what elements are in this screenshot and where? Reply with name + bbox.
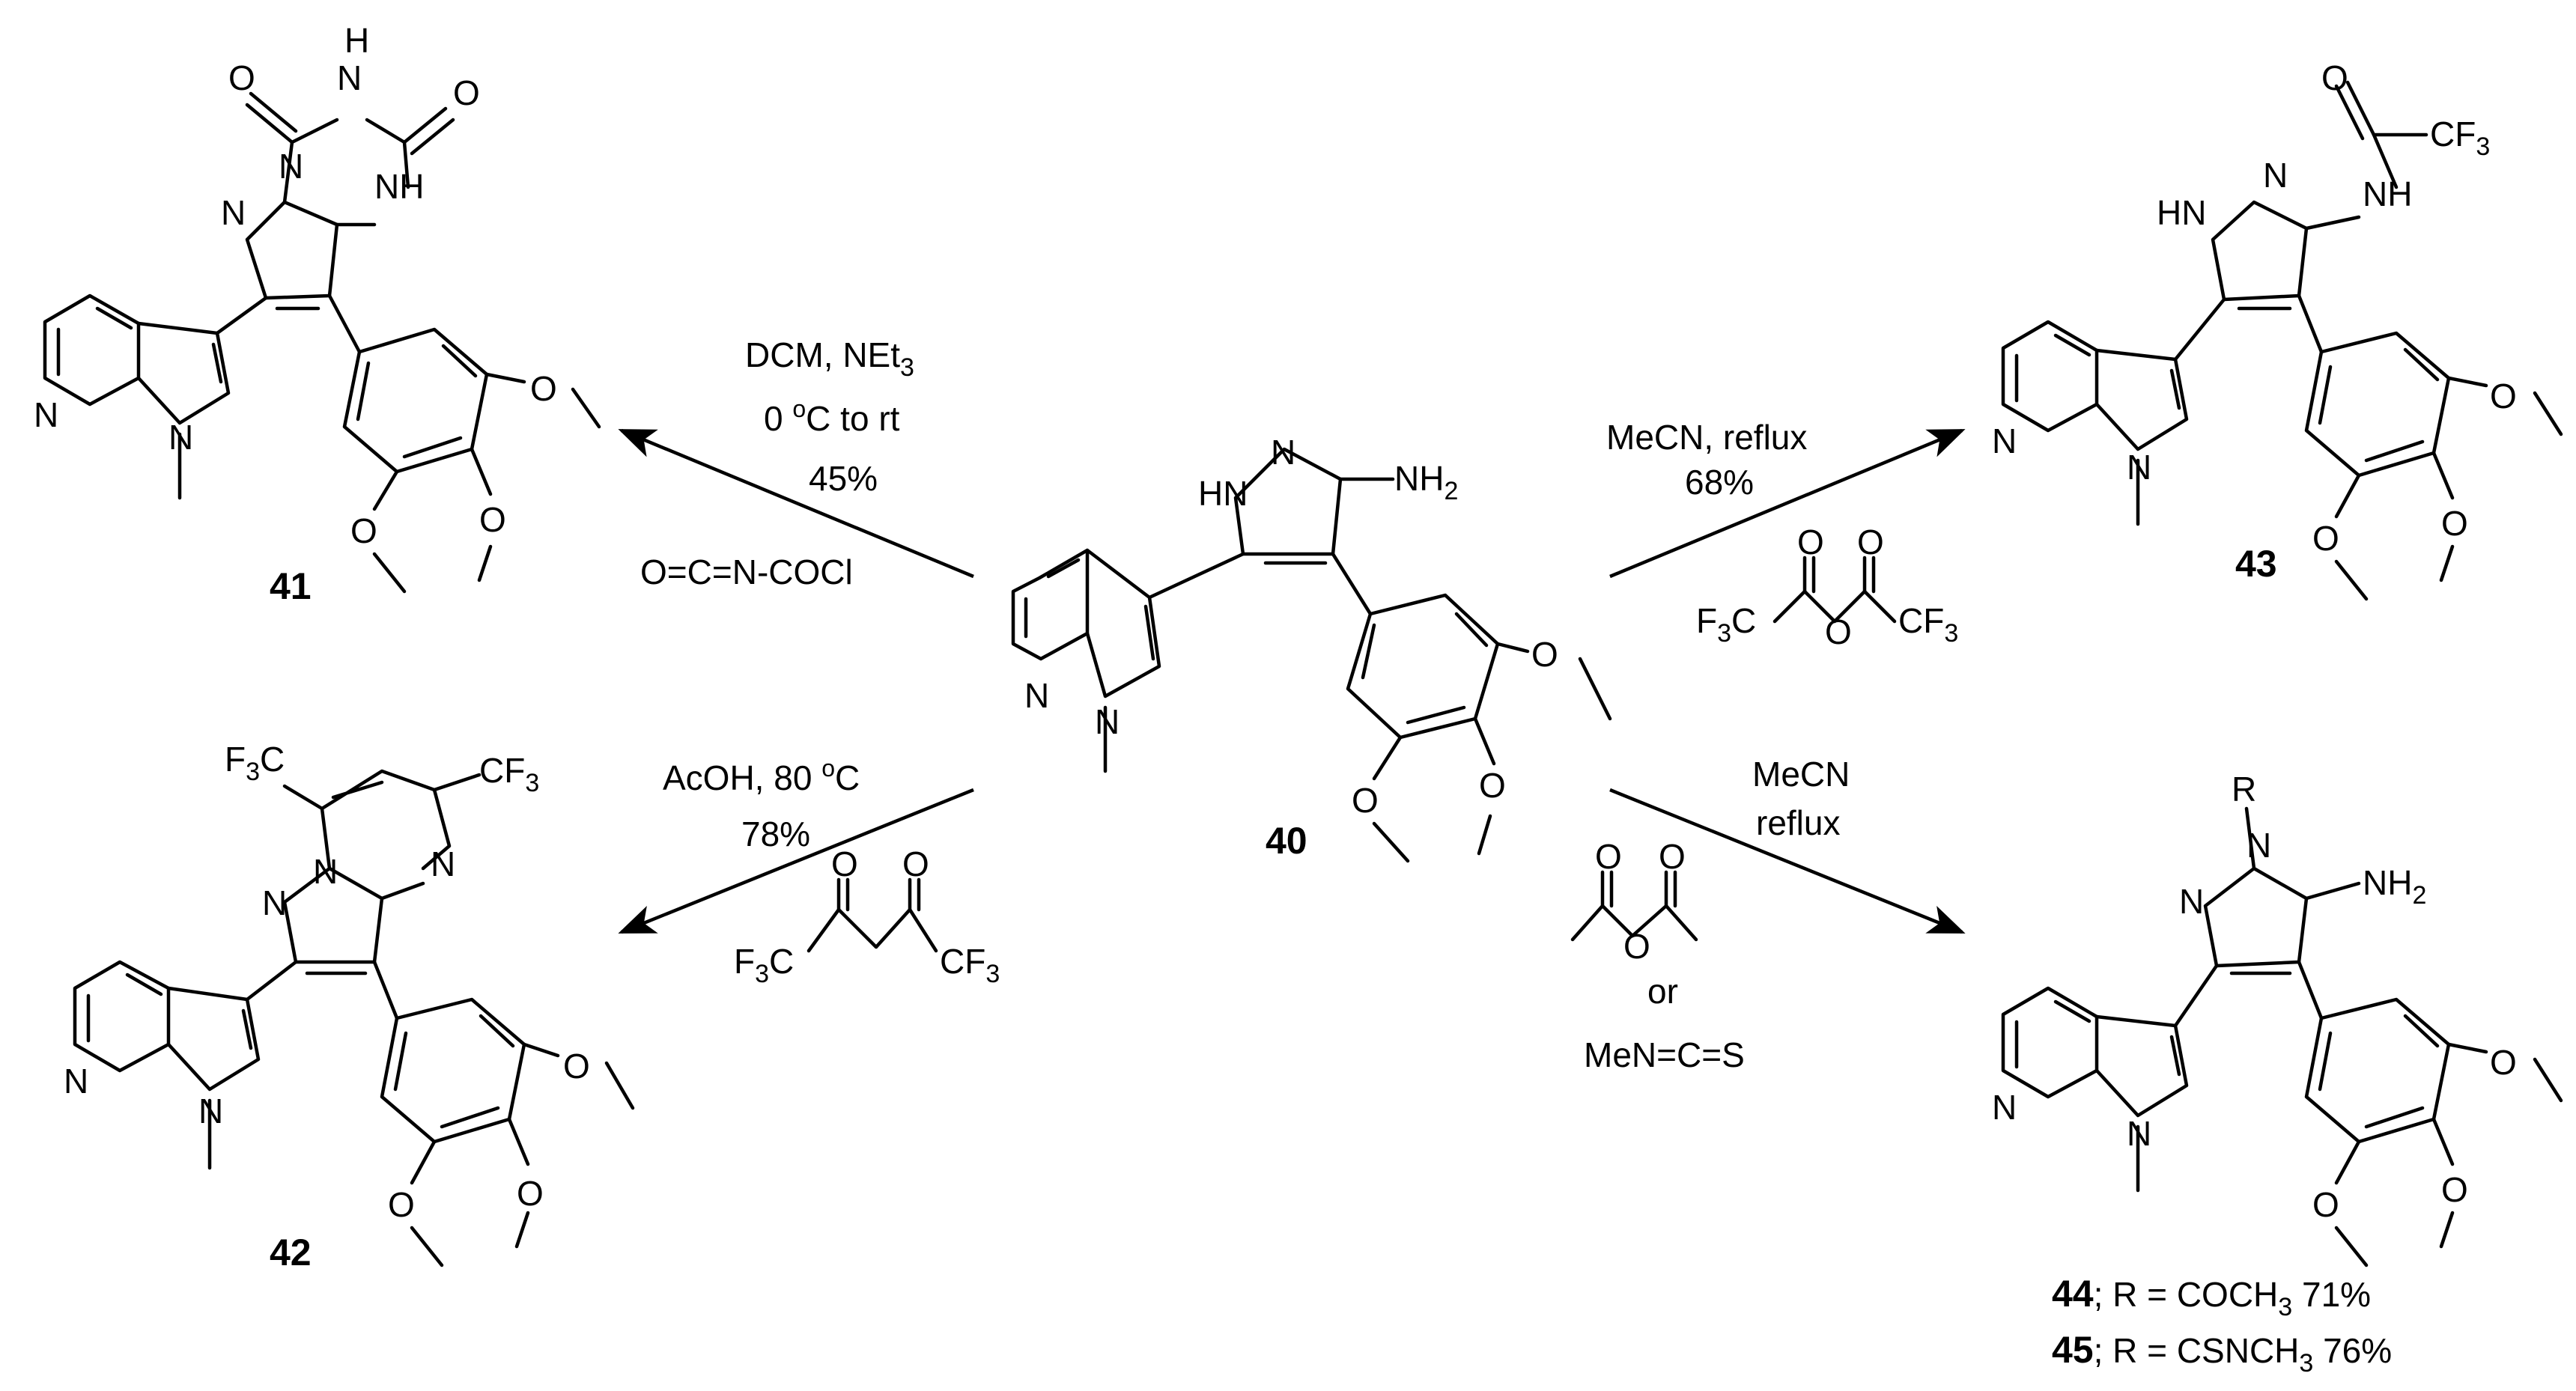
atom-o-41e: O [350,511,377,550]
conditions-44-solvent: MeCN [1752,755,1850,794]
atom-n-pyridine-44: N [1992,1088,2017,1127]
atom-n-pyrrole-44: N [2127,1114,2151,1153]
reagent-42-cf3: CF3 [940,942,1000,988]
atom-r-44: R [2232,770,2256,809]
compound-44-45-structure [2001,806,2563,1267]
atom-nh2-44: NH2 [2363,863,2426,910]
conditions-42-temp: AcOH, 80 oC [663,755,860,797]
atom-o-41c: O [530,369,557,408]
atom-n-pyrrole-40: N [1095,702,1120,741]
atom-nh-41: NH [374,167,424,206]
compound-label-41: 41 [270,565,312,607]
atom-o-43c: O [2312,519,2339,558]
reagent-43-f3c: F3C [1696,601,1756,648]
atom-n-41a: N [337,58,362,97]
conditions-42-yield: 78% [741,815,810,853]
reagent-44-o2: O [1659,837,1686,876]
compound-43-structure [2001,80,2563,601]
arrow-to-44-45 [1609,788,1966,934]
atom-n-pyridine-42: N [64,1062,88,1101]
atom-o-42b: O [517,1174,544,1213]
reagent-42-o2: O [902,844,929,883]
arrow-to-42 [618,788,974,934]
reagent-42-diketone [806,877,938,953]
atom-o-44b: O [2441,1170,2468,1209]
atom-hn-43: HN [2157,193,2206,232]
atom-hn-40: HN [1198,474,1248,513]
atom-f3c-42: F3C [225,740,285,786]
atom-nh2-40: NH2 [1394,459,1458,505]
atom-n-42b: N [313,852,338,891]
atom-o-43a: O [2490,377,2517,416]
reagent-45-isothiocyanate: MeN=C=S [1584,1035,1745,1074]
atom-cf3-42: CF3 [479,751,539,797]
reagent-44-or: or [1647,972,1678,1011]
arrow-to-43 [1609,428,1966,579]
atom-o-44a: O [2490,1043,2517,1082]
atom-n-pyrrole-41: N [168,418,193,457]
atom-n-41b: N [279,147,303,186]
compound-label-42: 42 [270,1232,312,1273]
compound-41-structure [43,91,601,594]
conditions-44-reflux: reflux [1756,803,1840,842]
atom-o-40a: O [1531,635,1558,674]
reagent-44-o1: O [1595,837,1622,876]
reagent-44-o3: O [1623,927,1650,966]
conditions-41-yield: 45% [809,459,878,498]
atom-nh-43: NH [2363,174,2412,213]
reagent-43-o2: O [1857,523,1884,561]
reagent-44-acetic-anhydride [1570,870,1698,942]
compound-label-43: 43 [2235,543,2277,585]
substituent-line-45: 45; R = CSNCH3 76% [2052,1329,2392,1378]
conditions-43: MeCN, reflux [1606,418,1807,457]
atom-o-42c: O [388,1185,415,1224]
atom-n-pyridine-43: N [1992,421,2017,460]
atom-n-pyrrole-42: N [198,1092,223,1130]
conditions-43-yield: 68% [1685,463,1754,502]
reagent-42-o1: O [831,844,858,883]
conditions-41-solvent: DCM, NEt3 [745,335,914,382]
reagent-43-anhydride [1772,556,1897,624]
atom-n-40: N [1271,433,1295,472]
atom-o-43b: O [2441,504,2468,543]
atom-o-41a: O [228,58,255,97]
reagent-42-f3c: F3C [734,942,794,988]
atom-o-42a: O [563,1047,590,1086]
substituent-line-44: 44; R = COCH3 71% [2052,1273,2371,1321]
atom-n-44a: N [2247,826,2271,865]
atom-n-41c: N [221,193,246,232]
atom-n-42a: N [431,844,455,883]
atom-n-pyrrole-43: N [2127,448,2151,487]
atom-n-pyridine-41: N [34,395,58,434]
arrow-to-41 [618,428,974,579]
reagent-41: O=C=N-COCl [640,553,853,591]
atom-cf3-43: CF3 [2430,115,2490,161]
reagent-43-o1: O [1797,523,1824,561]
compound-label-40: 40 [1266,820,1307,862]
reagent-43-cf3: CF3 [1898,601,1958,648]
atom-o-41d: O [479,500,506,539]
reagent-43-o3: O [1825,612,1852,651]
conditions-41-temp: 0 oC to rt [764,395,900,438]
atom-o-40c: O [1352,781,1379,820]
atom-n-pyridine-40: N [1024,676,1049,715]
compound-40-structure [1011,447,1612,863]
atom-h-41: H [344,21,369,60]
atom-o-43: O [2321,58,2348,97]
atom-n-43a: N [2263,156,2288,195]
compound-42-structure [73,769,635,1267]
atom-n-42c: N [262,883,287,922]
atom-o-44c: O [2312,1185,2339,1224]
atom-n-44b: N [2179,882,2204,921]
atom-o-41b: O [453,73,480,112]
atom-o-40b: O [1479,766,1506,805]
